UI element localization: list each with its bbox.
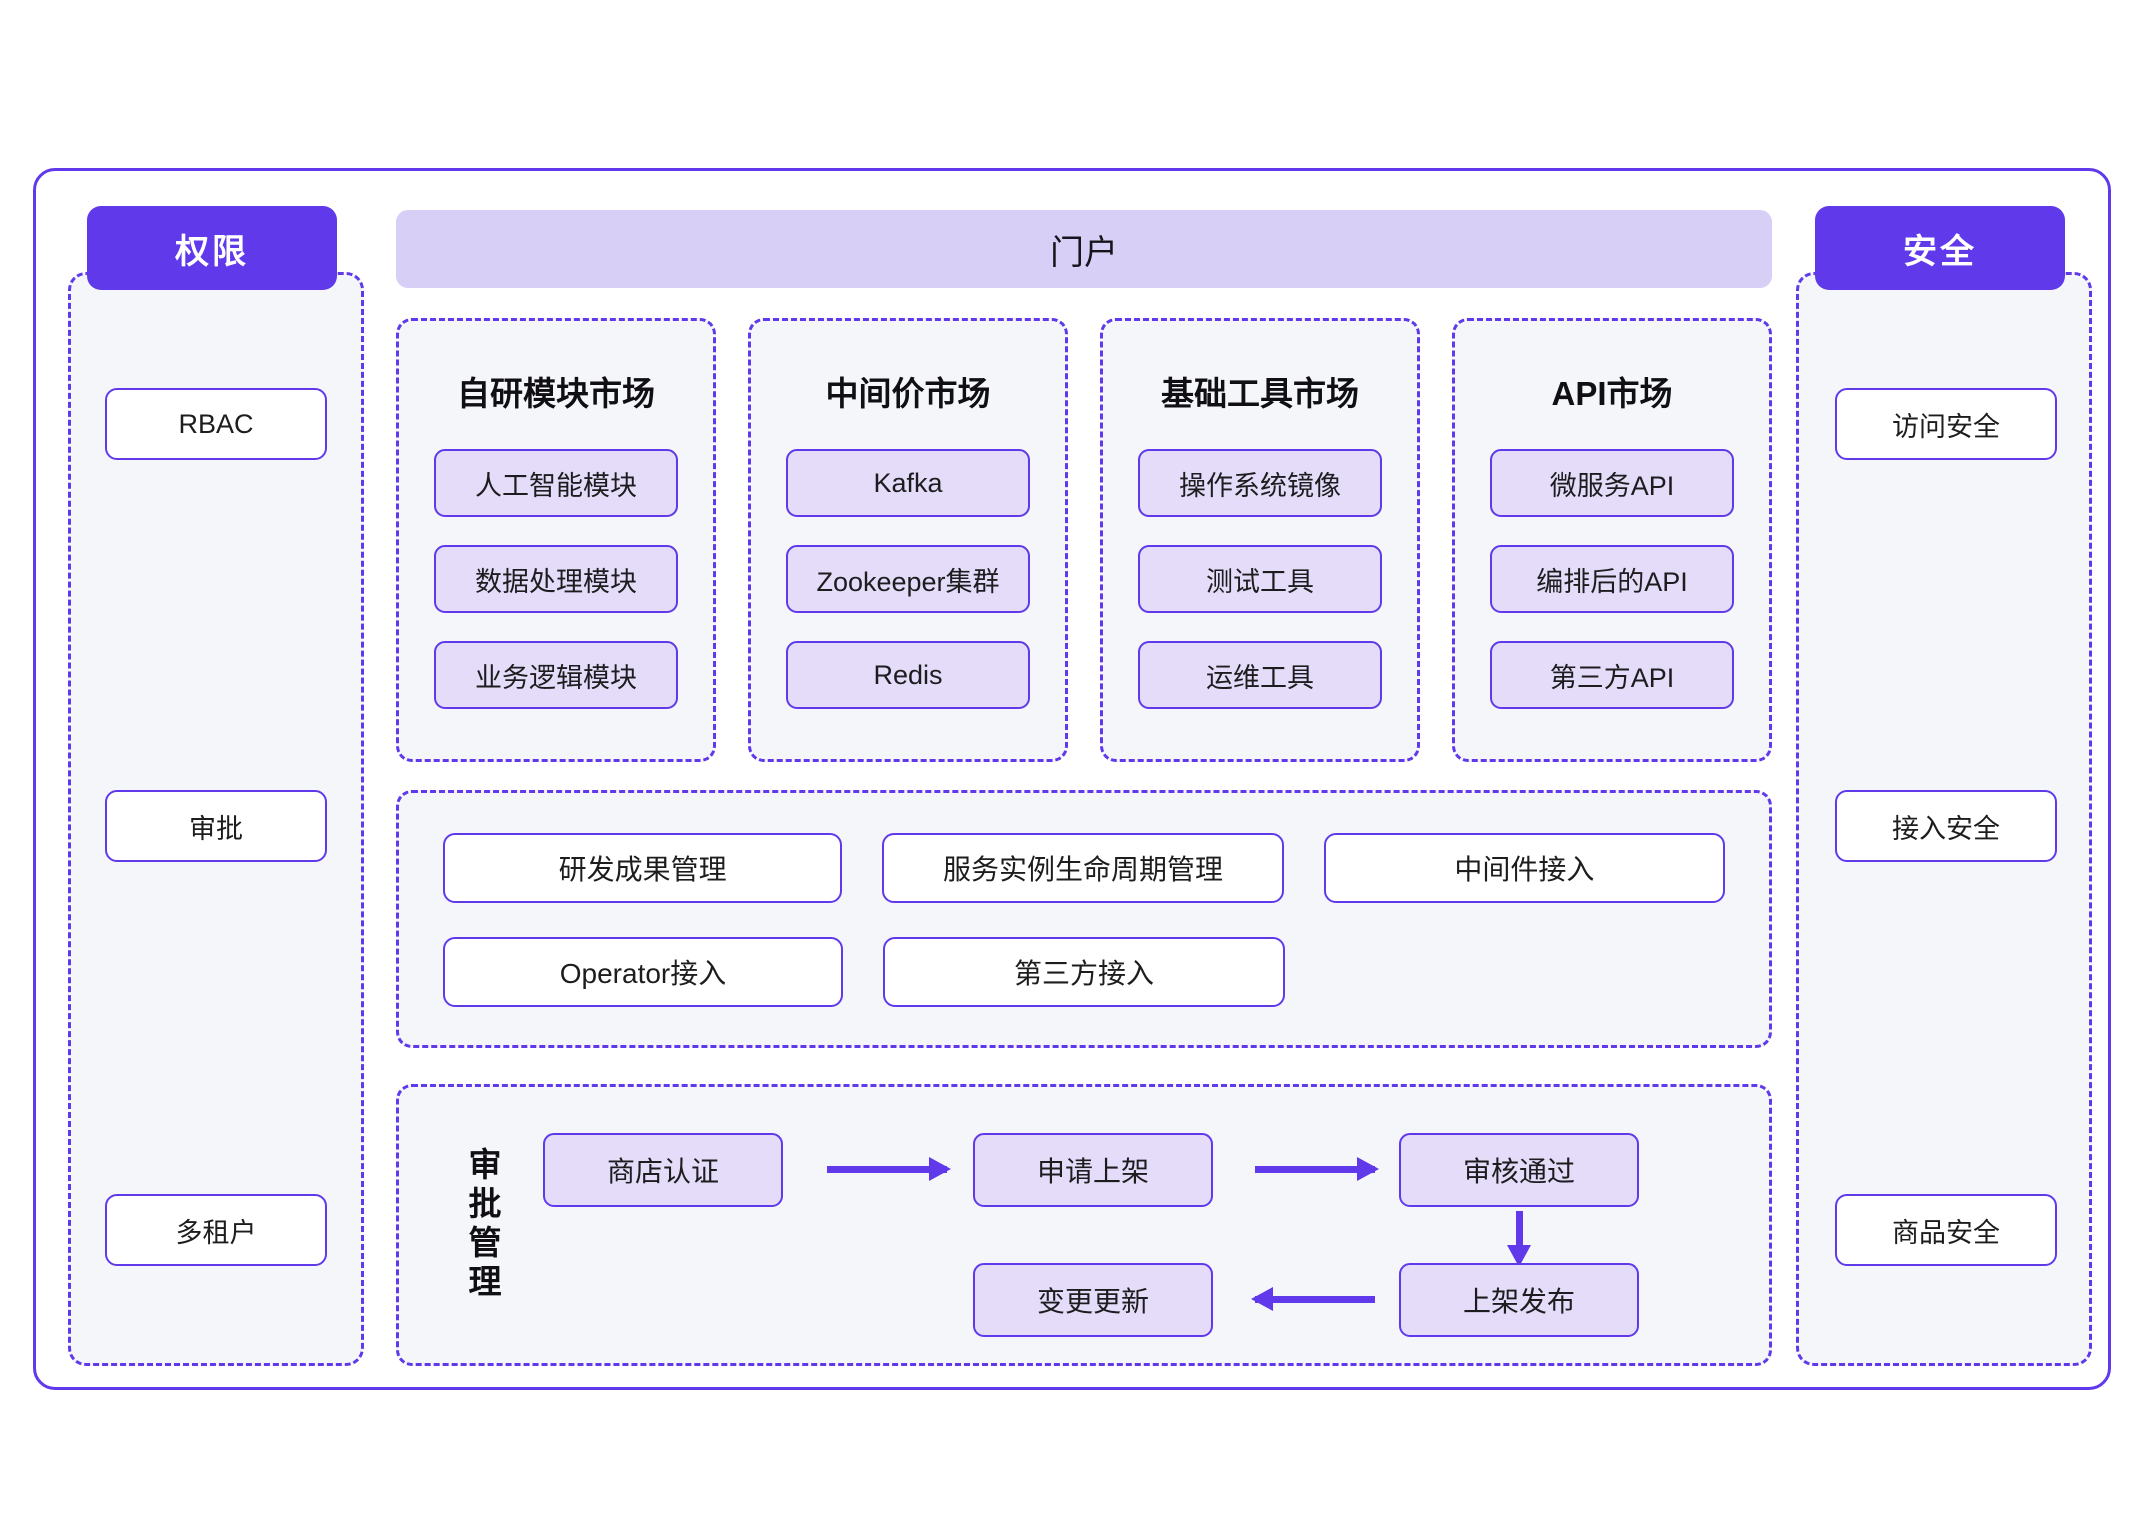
flow-node-apply-listing[interactable]: 申请上架 (973, 1133, 1213, 1207)
market-title: 基础工具市场 (1161, 375, 1359, 412)
permission-item-approval[interactable]: 审批 (105, 790, 327, 862)
market-card-self-developed: 自研模块市场 人工智能模块 数据处理模块 业务逻辑模块 (396, 318, 716, 762)
flow-node-change-update[interactable]: 变更更新 (973, 1263, 1213, 1337)
security-item-product[interactable]: 商品安全 (1835, 1194, 2057, 1266)
capability-item-label: 服务实例生命周期管理 (942, 854, 1223, 885)
capability-item-rnd-asset-mgmt[interactable]: 研发成果管理 (443, 833, 843, 903)
capability-item-thirdparty-ingress[interactable]: 第三方接入 (883, 937, 1285, 1007)
capability-item-label: 研发成果管理 (558, 854, 727, 885)
capability-panel: 研发成果管理 服务实例生命周期管理 中间件接入 Operator接入 第三方接入 (396, 790, 1772, 1048)
market-chip-label: 业务逻辑模块 (475, 662, 637, 693)
market-chip-label: 运维工具 (1206, 662, 1314, 693)
market-chip[interactable]: 运维工具 (1138, 641, 1382, 709)
market-chip[interactable]: 数据处理模块 (434, 545, 678, 613)
market-chip[interactable]: 操作系统镜像 (1138, 449, 1382, 517)
permission-item-rbac[interactable]: RBAC (105, 388, 327, 460)
market-row: 自研模块市场 人工智能模块 数据处理模块 业务逻辑模块 中间价市场 Kafka … (396, 318, 1772, 762)
arrow-right-icon (1255, 1157, 1379, 1181)
flow-node-review-passed[interactable]: 审核通过 (1399, 1133, 1639, 1207)
market-title: API市场 (1551, 375, 1673, 412)
market-chip-label: Redis (873, 659, 943, 690)
security-item-access[interactable]: 访问安全 (1835, 388, 2057, 460)
permission-badge-label: 权限 (175, 232, 249, 271)
market-chip[interactable]: 人工智能模块 (434, 449, 678, 517)
permission-item-label: 审批 (189, 813, 243, 844)
market-chip[interactable]: 第三方API (1490, 641, 1734, 709)
portal-title: 门户 (1050, 233, 1118, 272)
market-title: 自研模块市场 (457, 375, 655, 412)
capability-item-middleware-ingress[interactable]: 中间件接入 (1323, 833, 1725, 903)
approval-management-label: 审批管理 (464, 1147, 501, 1303)
permission-pillar: RBAC 审批 多租户 (68, 272, 364, 1366)
market-chip[interactable]: 微服务API (1490, 449, 1734, 517)
security-item-ingress[interactable]: 接入安全 (1835, 790, 2057, 862)
market-chip-label: 测试工具 (1206, 566, 1314, 597)
arrow-down-icon (1507, 1211, 1531, 1267)
security-badge: 安全 (1815, 206, 2065, 290)
capability-row: Operator接入 第三方接入 (443, 937, 1725, 1007)
market-chip-label: 数据处理模块 (475, 566, 637, 597)
market-chip-label: 微服务API (1549, 470, 1675, 501)
permission-item-label: RBAC (178, 408, 254, 439)
capability-item-label: Operator接入 (559, 958, 727, 989)
flow-node-publish[interactable]: 上架发布 (1399, 1263, 1639, 1337)
market-chip[interactable]: 编排后的API (1490, 545, 1734, 613)
capability-item-operator-ingress[interactable]: Operator接入 (443, 937, 843, 1007)
capability-item-service-lifecycle[interactable]: 服务实例生命周期管理 (882, 833, 1284, 903)
market-chip-label: 第三方API (1549, 662, 1675, 693)
permission-item-label: 多租户 (175, 1217, 257, 1248)
flow-node-label: 审核通过 (1462, 1156, 1575, 1187)
market-chip[interactable]: Redis (786, 641, 1030, 709)
flow-node-label: 变更更新 (1036, 1286, 1149, 1317)
market-chip-label: 编排后的API (1536, 566, 1688, 597)
market-chip[interactable]: 业务逻辑模块 (434, 641, 678, 709)
market-chip-label: 操作系统镜像 (1179, 470, 1341, 501)
flow-node-label: 商店认证 (606, 1156, 719, 1187)
market-card-middleware: 中间价市场 Kafka Zookeeper集群 Redis (748, 318, 1068, 762)
market-chip[interactable]: 测试工具 (1138, 545, 1382, 613)
market-chip-label: Zookeeper集群 (816, 566, 1000, 597)
security-item-label: 访问安全 (1892, 411, 2000, 442)
capability-row: 研发成果管理 服务实例生命周期管理 中间件接入 (443, 833, 1725, 903)
market-card-base-tools: 基础工具市场 操作系统镜像 测试工具 运维工具 (1100, 318, 1420, 762)
approval-workflow-panel: 审批管理 商店认证 申请上架 审核通过 上架发布 变更更新 (396, 1084, 1772, 1366)
arrow-left-icon (1251, 1287, 1375, 1311)
market-chip[interactable]: Kafka (786, 449, 1030, 517)
portal-bar: 门户 (396, 210, 1772, 288)
market-card-api: API市场 微服务API 编排后的API 第三方API (1452, 318, 1772, 762)
capability-item-label: 中间件接入 (1454, 854, 1595, 885)
market-title: 中间价市场 (825, 375, 991, 412)
market-chip-label: Kafka (873, 467, 943, 498)
security-pillar: 访问安全 接入安全 商品安全 (1796, 272, 2092, 1366)
flow-node-shop-certification[interactable]: 商店认证 (543, 1133, 783, 1207)
security-item-label: 商品安全 (1892, 1217, 2000, 1248)
flow-node-label: 上架发布 (1462, 1286, 1575, 1317)
permission-badge: 权限 (87, 206, 337, 290)
flow-node-label: 申请上架 (1036, 1156, 1149, 1187)
market-chip-label: 人工智能模块 (475, 470, 637, 501)
permission-item-multitenant[interactable]: 多租户 (105, 1194, 327, 1266)
market-chip[interactable]: Zookeeper集群 (786, 545, 1030, 613)
security-item-label: 接入安全 (1892, 813, 2000, 844)
capability-item-label: 第三方接入 (1013, 958, 1154, 989)
arrow-right-icon (827, 1157, 951, 1181)
security-badge-label: 安全 (1903, 232, 1977, 271)
